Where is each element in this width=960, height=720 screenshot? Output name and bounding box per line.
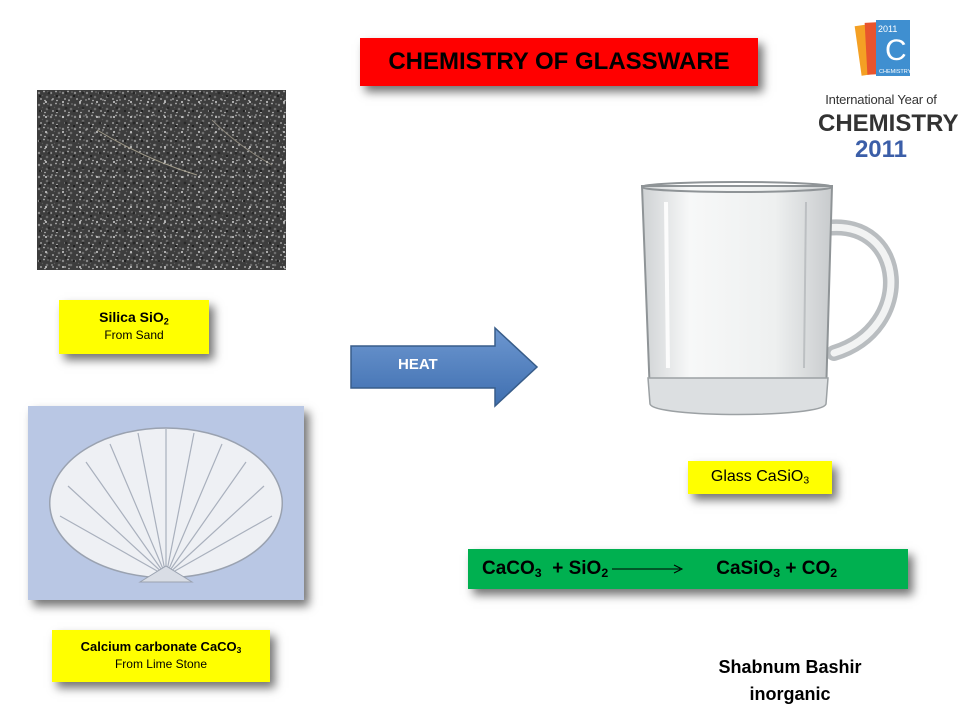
author-dept: inorganic [749, 684, 831, 704]
calcium-carbonate-label: Calcium carbonate CaCO3 From Lime Stone [52, 630, 270, 682]
equation-products: CaSiO3 + CO2 [716, 558, 838, 581]
silica-name: Silica SiO2 [99, 309, 169, 327]
heat-label: HEAT [398, 356, 438, 373]
equation-reactants: CaCO3 + SiO2 [482, 558, 609, 581]
iyc-2011-logo-icon: 2011 C CHEMISTRY [854, 20, 912, 76]
logo-line-3: 2011 [854, 136, 908, 163]
glass-mug-photo [640, 181, 899, 416]
calcium-name: Calcium carbonate CaCO3 [80, 639, 242, 656]
sand-photo [37, 90, 286, 270]
logo-mark-word: CHEMISTRY [879, 69, 912, 75]
logo-line-1: International Year of [825, 92, 937, 107]
glass-name: Glass CaSiO3 [710, 468, 810, 487]
author-block: Shabnum Bashir inorganic [710, 654, 870, 708]
heat-arrow-icon [350, 326, 539, 408]
seashell-photo [28, 406, 304, 600]
calcium-source: From Lime Stone [114, 657, 208, 671]
logo-line-2: CHEMISTRY [818, 110, 959, 137]
reaction-equation: CaCO3 + SiO2 CaSiO3 + CO2 [468, 549, 908, 589]
silica-source: From Sand [104, 328, 164, 342]
slide-title-text: CHEMISTRY OF GLASSWARE [388, 48, 730, 75]
author-name: Shabnum Bashir [718, 657, 862, 677]
logo-mark-letter: C [885, 34, 907, 67]
logo-mark-year: 2011 [878, 24, 897, 34]
reaction-arrow-icon [612, 564, 684, 574]
slide-title: CHEMISTRY OF GLASSWARE [360, 38, 758, 86]
glass-label: Glass CaSiO3 [688, 461, 832, 494]
silica-label: Silica SiO2 From Sand [59, 300, 209, 354]
